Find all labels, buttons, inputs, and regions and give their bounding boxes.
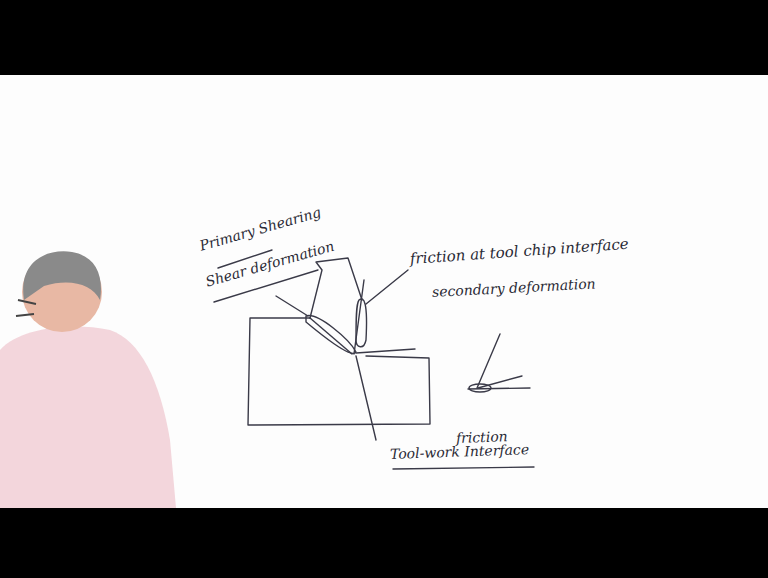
tool-rake-face: [354, 280, 364, 354]
whiteboard: [0, 75, 768, 508]
face: [22, 252, 102, 332]
tool-reference-line: [356, 349, 415, 353]
work-surface: [468, 388, 530, 389]
underline: [393, 467, 534, 469]
leader-line: [276, 296, 308, 316]
shirt: [0, 327, 176, 508]
primary-shear-zone: [306, 316, 356, 354]
tool-sketch: [478, 376, 522, 388]
lecturer: [0, 251, 176, 508]
chip-outline: [310, 258, 362, 318]
glasses: [16, 300, 36, 316]
hair: [23, 251, 101, 300]
tool-sketch: [477, 334, 500, 388]
secondary-shear-zone: [356, 299, 367, 347]
workpiece-outline: [248, 318, 430, 425]
shear-plane: [310, 318, 352, 354]
tool-work-contact-zone: [469, 384, 491, 392]
tool-flank-face: [356, 356, 376, 440]
leader-line: [366, 270, 408, 304]
